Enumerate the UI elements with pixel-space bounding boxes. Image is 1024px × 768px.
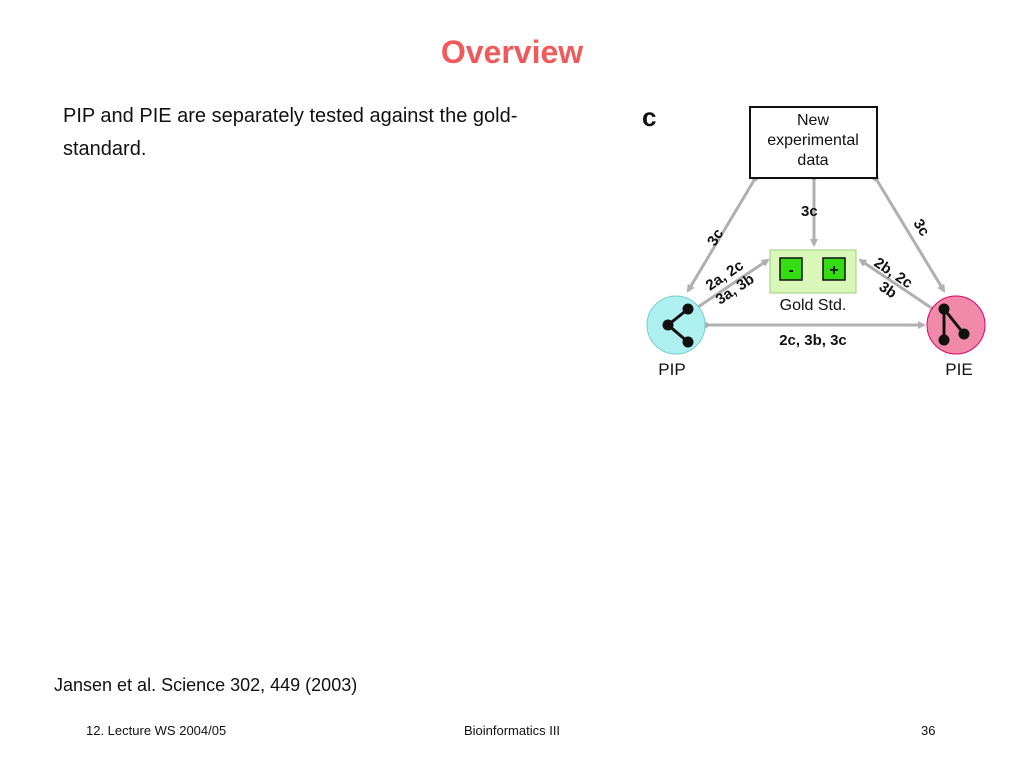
pie-tree-icon bbox=[938, 303, 970, 346]
body-text: PIP and PIE are separately tested agains… bbox=[63, 105, 518, 160]
panel-label: c bbox=[642, 102, 656, 132]
gold-minus-label: - bbox=[788, 262, 793, 279]
edge-label-new-gold: 3c bbox=[801, 203, 818, 220]
new-data-line2: experimental bbox=[767, 132, 859, 149]
pie-node: PIE bbox=[926, 295, 986, 379]
pip-label: PIP bbox=[658, 360, 685, 379]
edge-label-new-pip: 3c bbox=[704, 226, 727, 249]
pip-tree-icon bbox=[662, 303, 694, 348]
slide-title: Overview bbox=[440, 34, 584, 70]
arrow-pie-to-gold bbox=[858, 258, 938, 314]
pie-label: PIE bbox=[945, 360, 972, 379]
pip-node: PIP bbox=[646, 295, 706, 379]
gold-standard-node: - + Gold Std. bbox=[769, 249, 857, 314]
gold-plus-label: + bbox=[829, 262, 838, 279]
gold-negative-square bbox=[779, 257, 803, 281]
arrows bbox=[686, 174, 946, 329]
new-data-line1: New bbox=[797, 112, 829, 129]
gold-positive-square bbox=[822, 257, 846, 281]
interaction-diagram: c New experimental data - + Gold Std. bbox=[630, 95, 1000, 395]
footer-subject: Bioinformatics III bbox=[463, 723, 561, 738]
arrow-pip-to-gold bbox=[690, 258, 770, 314]
page-number: 36 bbox=[921, 723, 936, 738]
gold-std-label: Gold Std. bbox=[780, 297, 847, 314]
edge-label-new-pie: 3c bbox=[910, 216, 933, 239]
edge-label-pip-pie: 2c, 3b, 3c bbox=[779, 332, 847, 349]
new-data-line3: data bbox=[797, 152, 828, 169]
new-experimental-data-node: New experimental data bbox=[749, 106, 878, 179]
footer-course: 12. Lecture WS 2004/05 bbox=[86, 723, 227, 738]
edge-label-pie-gold-2: 3b bbox=[876, 278, 900, 302]
citation: Jansen et al. Science 302, 449 (2003) bbox=[54, 675, 358, 695]
